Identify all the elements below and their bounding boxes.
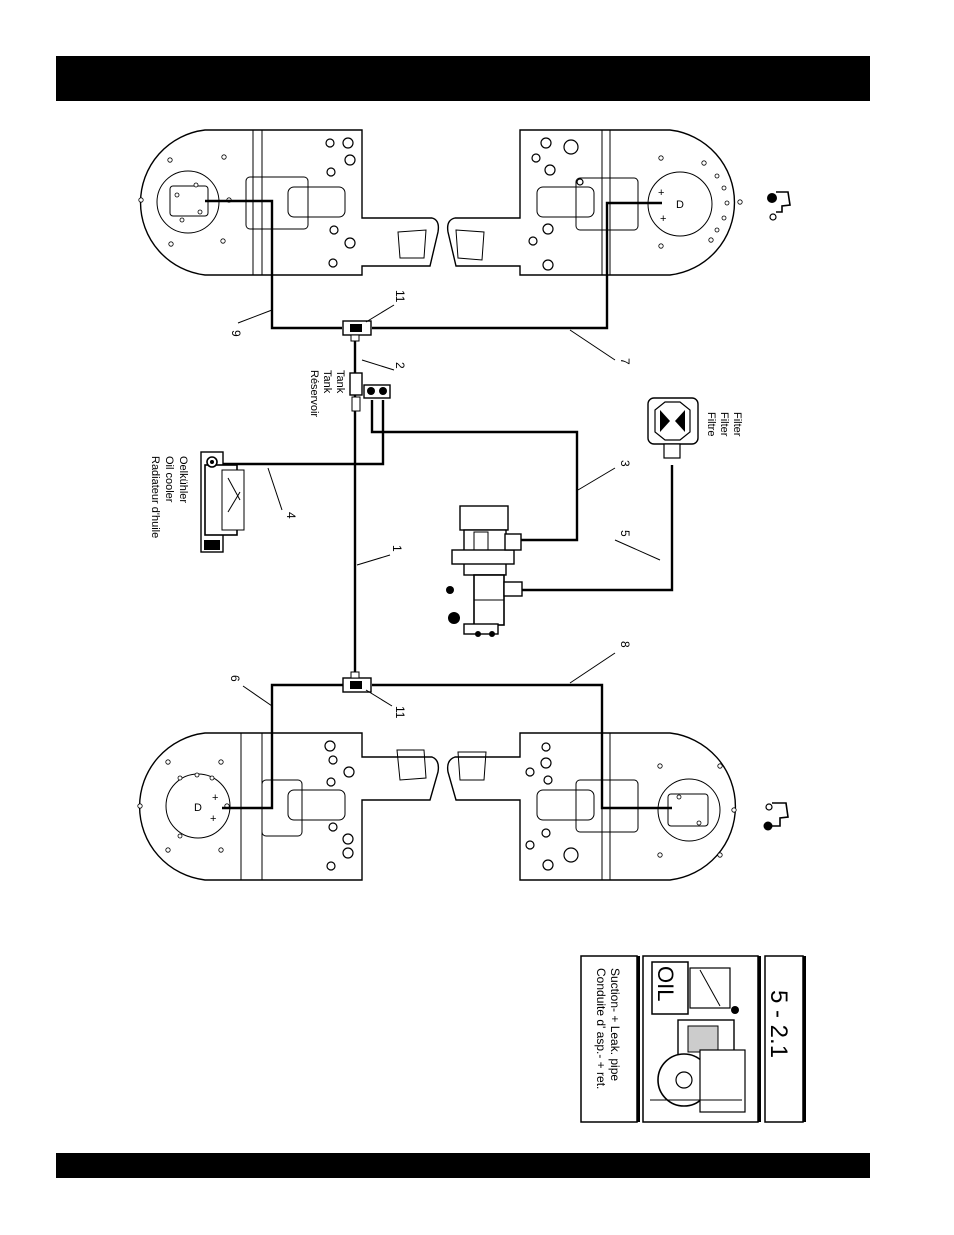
plate-top-left — [139, 130, 439, 275]
filter-label-line2: Filter — [718, 412, 730, 437]
oil-cooler-label-line3: Radiateur d'huile — [149, 456, 161, 538]
tank-label-line2: Tank — [321, 370, 333, 394]
legend-box: 5 - 2.1 OIL Suction- + Leak. pipe Condui… — [581, 956, 806, 1122]
part-number-5: 5 — [618, 530, 632, 537]
filter — [648, 398, 698, 458]
leader-lines — [238, 305, 660, 706]
indicator-icon-top — [767, 192, 790, 220]
section-number: 5 - 2.1 — [765, 990, 792, 1058]
part-number-11-top: 11 — [393, 290, 407, 303]
part-number-11-bottom: 11 — [393, 706, 407, 719]
tee-fitting-top — [343, 321, 371, 341]
motor-plus-sign: + — [212, 792, 218, 804]
pipes — [205, 201, 672, 808]
part-number-7: 7 — [618, 358, 632, 365]
part-number-1: 1 — [390, 545, 404, 552]
filter-label-line3: Filtre — [705, 412, 717, 436]
indicator-icon-bottom — [764, 803, 789, 831]
motor-plus-sign: + — [658, 187, 664, 199]
pump-assembly — [446, 506, 522, 637]
part-number-8: 8 — [618, 641, 632, 648]
part-number-9: 9 — [229, 330, 243, 337]
oil-cooler — [201, 452, 244, 552]
tank-label-line1: Tank — [334, 370, 346, 394]
part-number-6: 6 — [228, 675, 242, 682]
oil-cooler-label-line2: Oil cooler — [163, 456, 175, 503]
plate-top-right: D + + — [448, 130, 743, 275]
motor-plus-sign: + — [210, 813, 216, 825]
tee-fitting-bottom — [343, 672, 371, 692]
oil-cooler-label-line1: Oelkühler — [177, 456, 189, 503]
filter-label-line1: Filter — [731, 412, 743, 437]
plate-bottom-left: D + + — [138, 733, 439, 880]
part-number-3: 3 — [618, 460, 632, 467]
motor-letter-bottom-left: D — [194, 802, 202, 814]
legend-description-line1: Suction- + Leak. pipe — [608, 968, 622, 1081]
motor-letter-top-right: D — [676, 199, 684, 211]
tank-label-line3: Réservoir — [308, 370, 320, 417]
plate-bottom-right — [448, 733, 737, 880]
oil-label: OIL — [653, 966, 678, 1001]
motor-plus-sign: + — [660, 213, 666, 225]
part-number-4: 4 — [284, 512, 298, 519]
part-number-2: 2 — [393, 362, 407, 369]
legend-description-line2: Conduite d' asp.- + ret. — [594, 968, 608, 1089]
